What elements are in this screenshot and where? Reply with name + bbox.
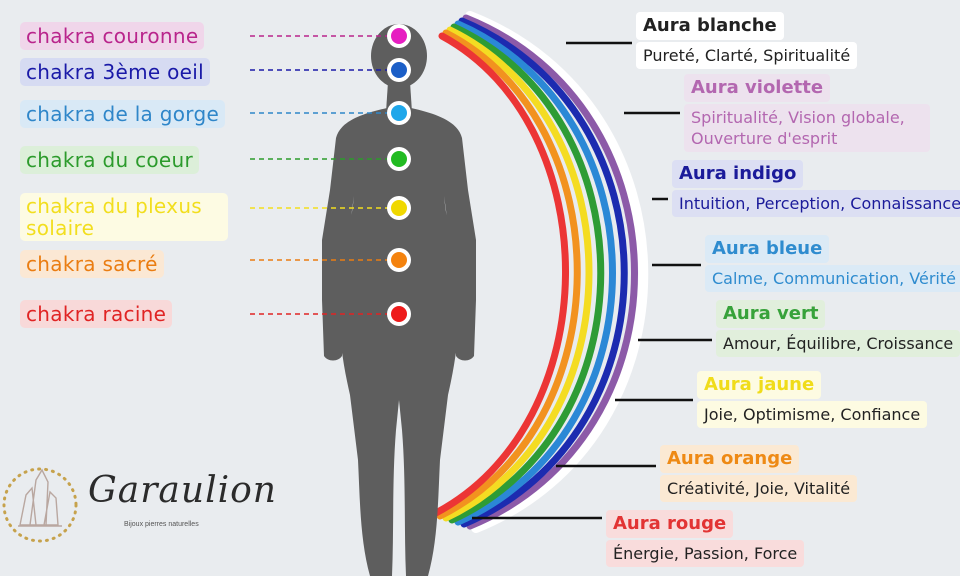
aura-description: Énergie, Passion, Force xyxy=(606,540,805,567)
aura-title: Aura rouge xyxy=(606,510,734,538)
aura-arc-8 xyxy=(430,32,569,518)
aura-description: Spiritualité, Vision globale, Ouverture … xyxy=(684,104,930,152)
aura-title: Aura blanche xyxy=(636,12,784,40)
logo-wordmark: Garaulion xyxy=(88,470,277,511)
aura-title: Aura indigo xyxy=(672,160,804,188)
chakra-dot xyxy=(391,28,407,44)
aura-description: Amour, Équilibre, Croissance xyxy=(716,330,960,357)
aura-title: Aura vert xyxy=(716,300,826,328)
connector-lines xyxy=(250,35,712,520)
aura-arc-2 xyxy=(462,14,638,530)
aura-arc-4 xyxy=(454,20,616,526)
chakra-label: chakra de la gorge xyxy=(20,100,226,128)
chakra-dot xyxy=(391,200,407,216)
chakra-label: chakra du coeur xyxy=(20,146,200,174)
aura-title: Aura jaune xyxy=(697,371,822,399)
aura-arcs xyxy=(430,11,649,533)
aura-arc-5 xyxy=(448,23,605,524)
aura-arc-6 xyxy=(442,26,593,522)
aura-description: Pureté, Clarté, Spiritualité xyxy=(636,42,858,69)
chakra-dot xyxy=(391,62,407,78)
aura-description: Intuition, Perception, Connaissance xyxy=(672,190,960,217)
logo-tagline: Bijoux pierres naturelles xyxy=(124,521,199,528)
aura-description: Créativité, Joie, Vitalité xyxy=(660,475,858,502)
chakra-label: chakra 3ème oeil xyxy=(20,58,210,86)
aura-title: Aura bleue xyxy=(705,235,830,263)
aura-arc-3 xyxy=(458,17,628,528)
aura-description: Calme, Communication, Vérité xyxy=(705,265,960,292)
aura-title: Aura orange xyxy=(660,445,800,473)
aura-arc-7 xyxy=(436,29,581,520)
chakra-dots xyxy=(387,24,411,326)
chakra-label: chakra couronne xyxy=(20,22,205,50)
aura-title: Aura violette xyxy=(684,74,831,102)
chakra-label: chakra du plexus solaire xyxy=(20,193,228,241)
chakra-label: chakra racine xyxy=(20,300,173,328)
chakra-dot xyxy=(391,151,407,167)
aura-arc-1 xyxy=(465,11,649,533)
chakra-dot xyxy=(391,252,407,268)
chakra-label: chakra sacré xyxy=(20,250,164,278)
chakra-dot xyxy=(391,105,407,121)
crystal-cluster-icon xyxy=(2,467,78,543)
aura-description: Joie, Optimisme, Confiance xyxy=(697,401,928,428)
chakra-dot xyxy=(391,306,407,322)
